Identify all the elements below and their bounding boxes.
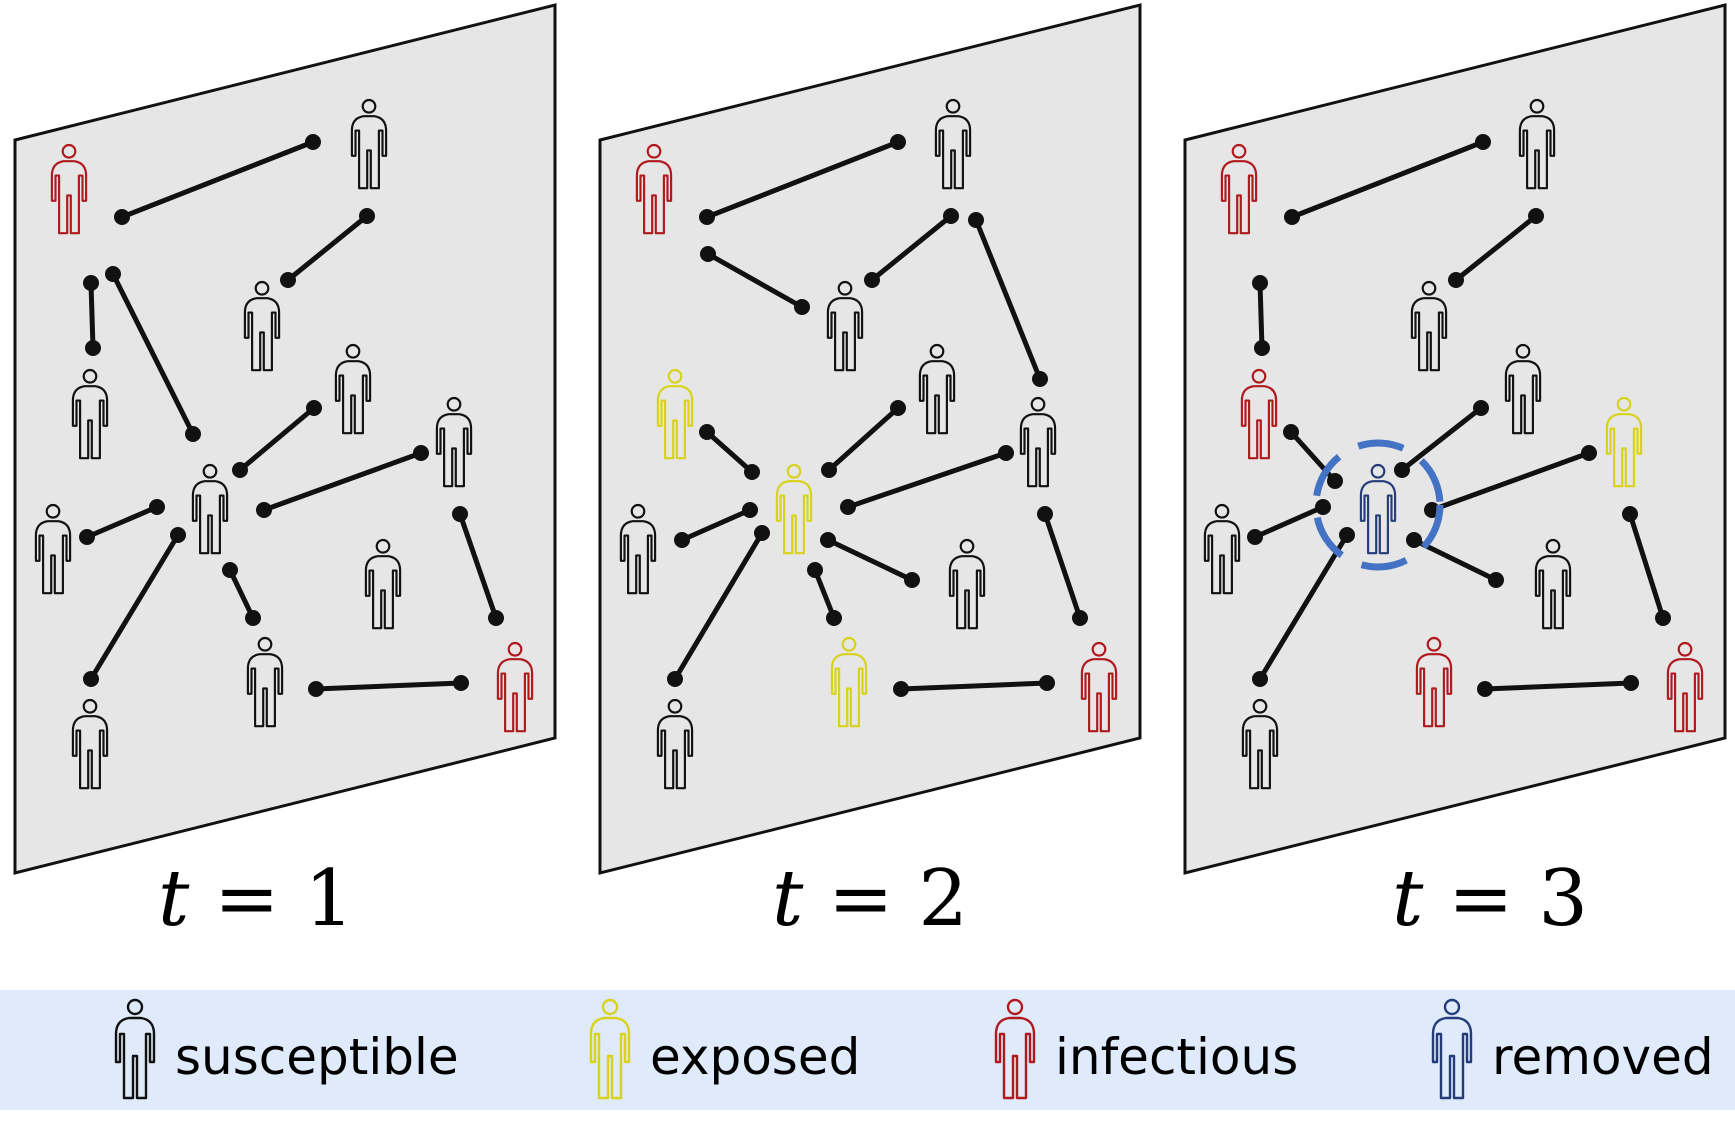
removal-highlight-ring xyxy=(1312,439,1444,571)
contact-edge xyxy=(699,424,760,480)
person-icon xyxy=(589,998,631,1100)
contact-edge xyxy=(840,445,1014,515)
contact-edge xyxy=(820,532,920,588)
contact-edge xyxy=(308,675,469,697)
legend-label: infectious xyxy=(1055,1028,1299,1086)
contact-edge xyxy=(968,212,1048,387)
contact-edge xyxy=(1252,275,1270,356)
panel-label-1: t = 1 xyxy=(46,860,466,938)
person-icon xyxy=(114,998,156,1100)
panel-plane-3 xyxy=(1183,3,1727,875)
contact-edge xyxy=(79,499,165,545)
edges-layer xyxy=(79,134,1671,697)
time-variable: t xyxy=(158,854,190,944)
panel-plane-2 xyxy=(598,3,1142,875)
time-value: = 1 xyxy=(189,854,354,944)
contact-edge xyxy=(1283,424,1343,489)
contact-edge xyxy=(83,527,186,687)
contact-edge xyxy=(280,208,375,288)
contact-edge xyxy=(1622,506,1671,626)
panel-plane-1 xyxy=(13,3,557,875)
contact-edge xyxy=(1247,499,1331,545)
legend-label: exposed xyxy=(650,1028,861,1086)
contact-edge xyxy=(105,266,201,442)
contact-edge xyxy=(674,502,758,548)
contact-edge xyxy=(893,675,1055,697)
contact-edge xyxy=(114,134,321,225)
contact-edge xyxy=(700,246,810,315)
person-icon xyxy=(1431,998,1473,1100)
contact-edge xyxy=(1394,400,1489,478)
contact-edge xyxy=(667,525,770,687)
time-variable: t xyxy=(772,854,804,944)
time-value: = 3 xyxy=(1423,854,1588,944)
legend: susceptible exposed infectious removed xyxy=(0,990,1735,1110)
contact-edge xyxy=(1037,506,1088,626)
contact-edge xyxy=(1252,527,1355,687)
time-value: = 2 xyxy=(803,854,968,944)
diagram-canvas xyxy=(13,3,1727,875)
time-variable: t xyxy=(1392,854,1424,944)
contact-edge xyxy=(222,562,261,626)
panel-label-2: t = 2 xyxy=(660,860,1080,938)
highlight-layer xyxy=(1312,439,1444,571)
contact-edge xyxy=(1284,134,1491,225)
contact-edge xyxy=(256,445,429,518)
contact-edge xyxy=(1477,675,1639,697)
legend-label: susceptible xyxy=(175,1028,459,1086)
contact-edge xyxy=(699,134,906,225)
panel-label-3: t = 3 xyxy=(1280,860,1700,938)
contact-edge xyxy=(821,400,906,478)
contact-edge xyxy=(232,400,322,478)
contact-edge xyxy=(452,506,504,626)
person-icon xyxy=(994,998,1036,1100)
contact-edge xyxy=(807,562,842,626)
contact-edge xyxy=(1448,208,1544,288)
contact-edge xyxy=(864,208,959,288)
contact-edge xyxy=(83,275,101,356)
legend-label: removed xyxy=(1492,1028,1714,1086)
